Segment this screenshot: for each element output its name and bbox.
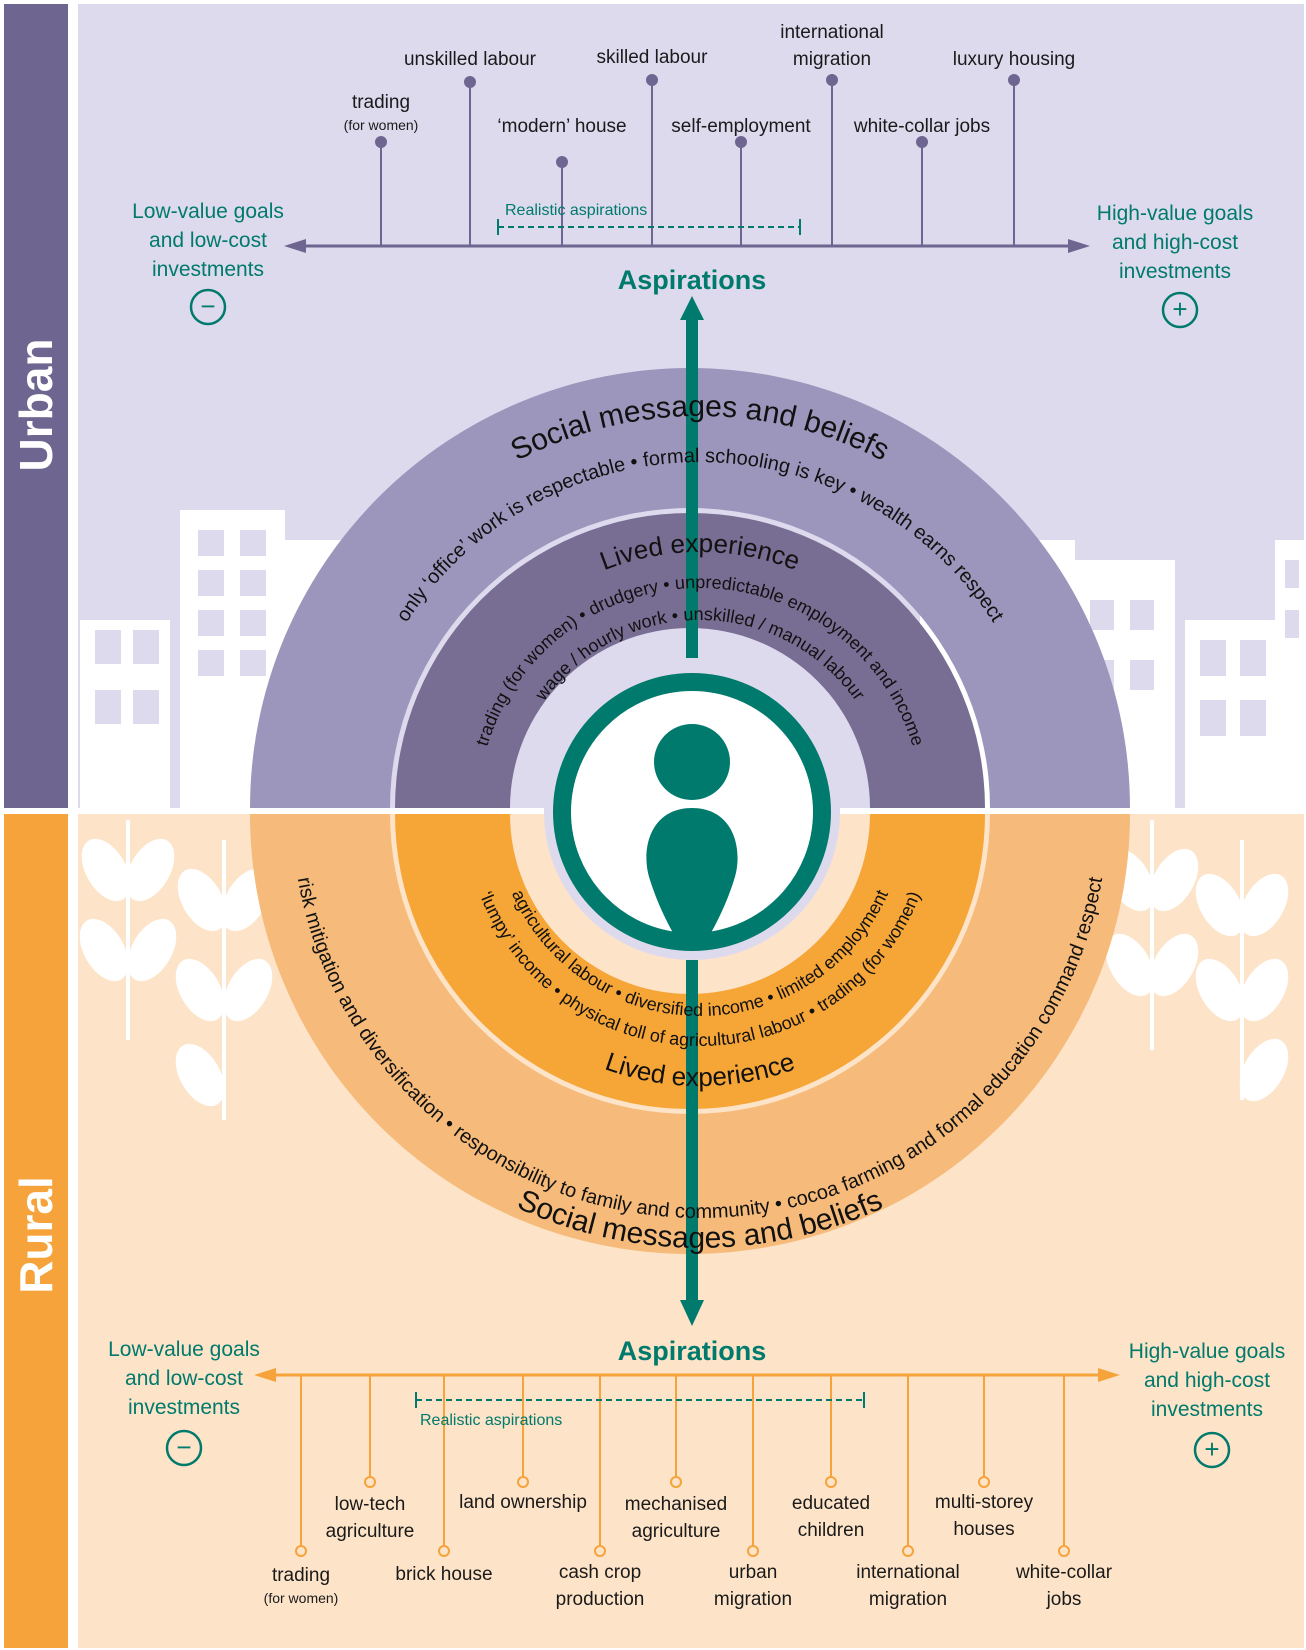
rural-item-dot [438, 1545, 450, 1557]
rural-item-label: production [556, 1589, 645, 1610]
rural-minus-symbol: − [176, 1432, 191, 1462]
rural-high-goal-line-3: investments [1151, 1398, 1263, 1421]
urban-item-dot [464, 76, 476, 88]
rural-item-label: international [856, 1562, 960, 1583]
rural-item-dot [295, 1545, 307, 1557]
urban-band-label: Urban [10, 339, 62, 472]
urban-item-dot [916, 136, 928, 148]
rural-item-label: agriculture [632, 1521, 721, 1542]
rural-aspiration-scale: Realistic aspirations [254, 1368, 1120, 1557]
rural-item-label: urban [729, 1562, 778, 1583]
urban-realistic-label: Realistic aspirations [505, 202, 647, 219]
urban-item-dot [735, 136, 747, 148]
rural-item-labels: trading (for women) low-tech agriculture bri… [264, 1492, 1113, 1610]
rural-lived-arc [395, 814, 985, 1109]
rural-item-label: low-tech [335, 1494, 406, 1515]
urban-social-arc [250, 368, 1130, 808]
urban-item-label: unskilled labour [404, 49, 537, 70]
urban-item-dot [1008, 74, 1020, 86]
rural-low-goal-line-3: investments [128, 1396, 240, 1419]
urban-aspiration-scale: Realistic aspirations [284, 74, 1090, 253]
urban-minus-icon [189, 288, 227, 326]
rural-item-dot [825, 1476, 837, 1488]
rural-item-label: children [798, 1520, 865, 1541]
rural-arrow-shaft [686, 960, 698, 1300]
rural-plus-symbol: + [1204, 1434, 1219, 1464]
rural-item-label: agriculture [326, 1521, 415, 1542]
rural-aspirations-title: Aspirations [618, 1336, 767, 1366]
urban-item-label: luxury housing [953, 49, 1076, 70]
urban-item-label: ‘modern’ house [497, 116, 626, 137]
rural-item-dot [1058, 1545, 1070, 1557]
rural-item-label: white-collar [1015, 1562, 1113, 1583]
crop-illustration [79, 820, 1289, 1120]
urban-minus-symbol: − [200, 291, 215, 321]
rural-item-label: houses [953, 1519, 1014, 1540]
rural-arrow-head [680, 1300, 704, 1326]
rural-item-dot [364, 1476, 376, 1488]
urban-item-dot [646, 74, 658, 86]
urban-item-label: skilled labour [597, 47, 709, 68]
urban-high-goal-line-1: High-value goals [1097, 202, 1253, 225]
urban-high-goal-line-3: investments [1119, 260, 1231, 283]
urban-aspirations-title: Aspirations [618, 265, 767, 295]
urban-item-dot [375, 136, 387, 148]
urban-item-label: white-collar jobs [853, 116, 990, 137]
urban-item-label: international [780, 22, 884, 43]
urban-item-label: trading [352, 92, 410, 113]
urban-arrow-shaft [686, 318, 698, 658]
rural-item-sublabel: (for women) [264, 1590, 339, 1606]
rural-item-dot [902, 1545, 914, 1557]
rural-band [4, 814, 68, 1648]
rural-item-label: land ownership [459, 1492, 587, 1513]
rural-realistic-label: Realistic aspirations [420, 1412, 562, 1429]
rural-item-dot [594, 1545, 606, 1557]
city-windows [95, 530, 1299, 736]
urban-item-label: self-employment [671, 116, 811, 137]
urban-item-dot [556, 156, 568, 168]
rural-item-label: mechanised [625, 1494, 727, 1515]
rural-item-label: jobs [1046, 1589, 1082, 1610]
urban-low-goal-line-3: investments [152, 258, 264, 281]
rural-item-label: brick house [395, 1564, 492, 1585]
rural-item-label: cash crop [559, 1562, 641, 1583]
person-icon [646, 724, 738, 945]
rural-high-goal-line-1: High-value goals [1129, 1340, 1285, 1363]
rural-low-goal-line-2: and low-cost [125, 1367, 243, 1390]
rural-plus-icon [1193, 1431, 1231, 1469]
urban-plus-symbol: + [1172, 294, 1187, 324]
urban-item-sublabel: (for women) [344, 117, 419, 133]
rural-social-arc [250, 814, 1130, 1254]
urban-item-label: migration [793, 49, 871, 70]
urban-band [4, 4, 68, 808]
urban-arrow-head [680, 296, 704, 320]
rural-item-dot [517, 1476, 529, 1488]
rural-item-label: migration [714, 1589, 792, 1610]
urban-item-dot [826, 74, 838, 86]
rural-item-dot [747, 1545, 759, 1557]
rural-minus-icon [165, 1429, 203, 1467]
urban-item-stems [375, 74, 1020, 246]
rural-item-dot [978, 1476, 990, 1488]
urban-low-goal-line-1: Low-value goals [132, 200, 284, 223]
rural-high-goal-line-2: and high-cost [1144, 1369, 1270, 1392]
urban-item-labels: trading (for women) unskilled labour ‘moder… [344, 22, 1076, 137]
urban-plus-icon [1161, 291, 1199, 329]
rural-band-label: Rural [10, 1176, 62, 1294]
rural-item-label: educated [792, 1493, 870, 1514]
rural-item-stems [295, 1375, 1070, 1557]
rural-item-label: trading [272, 1565, 330, 1586]
rural-item-label: multi-storey [935, 1492, 1034, 1513]
rural-item-dot [670, 1476, 682, 1488]
rural-low-goal-line-1: Low-value goals [108, 1338, 260, 1361]
urban-low-goal-line-2: and low-cost [149, 229, 267, 252]
urban-high-goal-line-2: and high-cost [1112, 231, 1238, 254]
urban-lived-arc [395, 513, 985, 808]
rural-item-label: migration [869, 1589, 947, 1610]
